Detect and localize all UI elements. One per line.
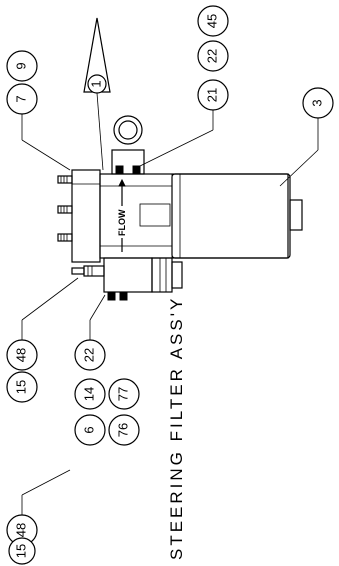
callout-7: 7 (6, 83, 38, 115)
callout-15-mid: 15 (6, 371, 38, 403)
svg-text:76: 76 (115, 423, 130, 437)
filter-head-body (99, 173, 289, 259)
callout-9: 9 (6, 50, 38, 82)
svg-text:77: 77 (115, 387, 130, 401)
svg-text:15: 15 (13, 544, 28, 558)
pointer-arrow-part-1: 1 (83, 17, 111, 171)
callout-21: 21 (197, 79, 229, 111)
svg-text:45: 45 (204, 14, 219, 28)
svg-text:21: 21 (204, 88, 219, 102)
callout-45: 45 (197, 5, 229, 37)
leader-lines (21, 110, 319, 515)
svg-text:7: 7 (13, 95, 28, 102)
callout-22-lower: 22 (74, 339, 106, 371)
svg-text:9: 9 (13, 62, 28, 69)
svg-text:48: 48 (13, 348, 28, 362)
svg-text:3: 3 (309, 99, 324, 106)
callout-3: 3 (302, 87, 334, 119)
lower-valve-block (71, 257, 183, 301)
flow-indicator: FLOW (117, 178, 127, 252)
svg-text:15: 15 (13, 380, 28, 394)
svg-text:14: 14 (81, 387, 96, 401)
callout-77: 77 (108, 378, 140, 410)
top-fitting (111, 115, 145, 175)
callout-14: 14 (74, 378, 106, 410)
callout-22-top: 22 (197, 40, 229, 72)
callout-48-bottom: 48 (6, 514, 38, 546)
callout-48-mid: 48 (6, 339, 38, 371)
flow-label: FLOW (117, 209, 127, 236)
callout-76: 76 (108, 414, 140, 446)
svg-text:48: 48 (13, 523, 28, 537)
callout-15-bottom: 15 (8, 537, 36, 565)
svg-text:22: 22 (204, 49, 219, 63)
callout-bubbles: 9 7 45 22 21 3 48 15 (6, 5, 334, 565)
drawing-title: STEERING FILTER ASS'Y (167, 296, 186, 560)
filter-canister (171, 173, 303, 259)
mounting-bracket (57, 169, 101, 263)
callout-1-label: 1 (88, 80, 103, 87)
callout-6: 6 (74, 414, 106, 446)
svg-text:6: 6 (81, 426, 96, 433)
svg-text:22: 22 (81, 348, 96, 362)
